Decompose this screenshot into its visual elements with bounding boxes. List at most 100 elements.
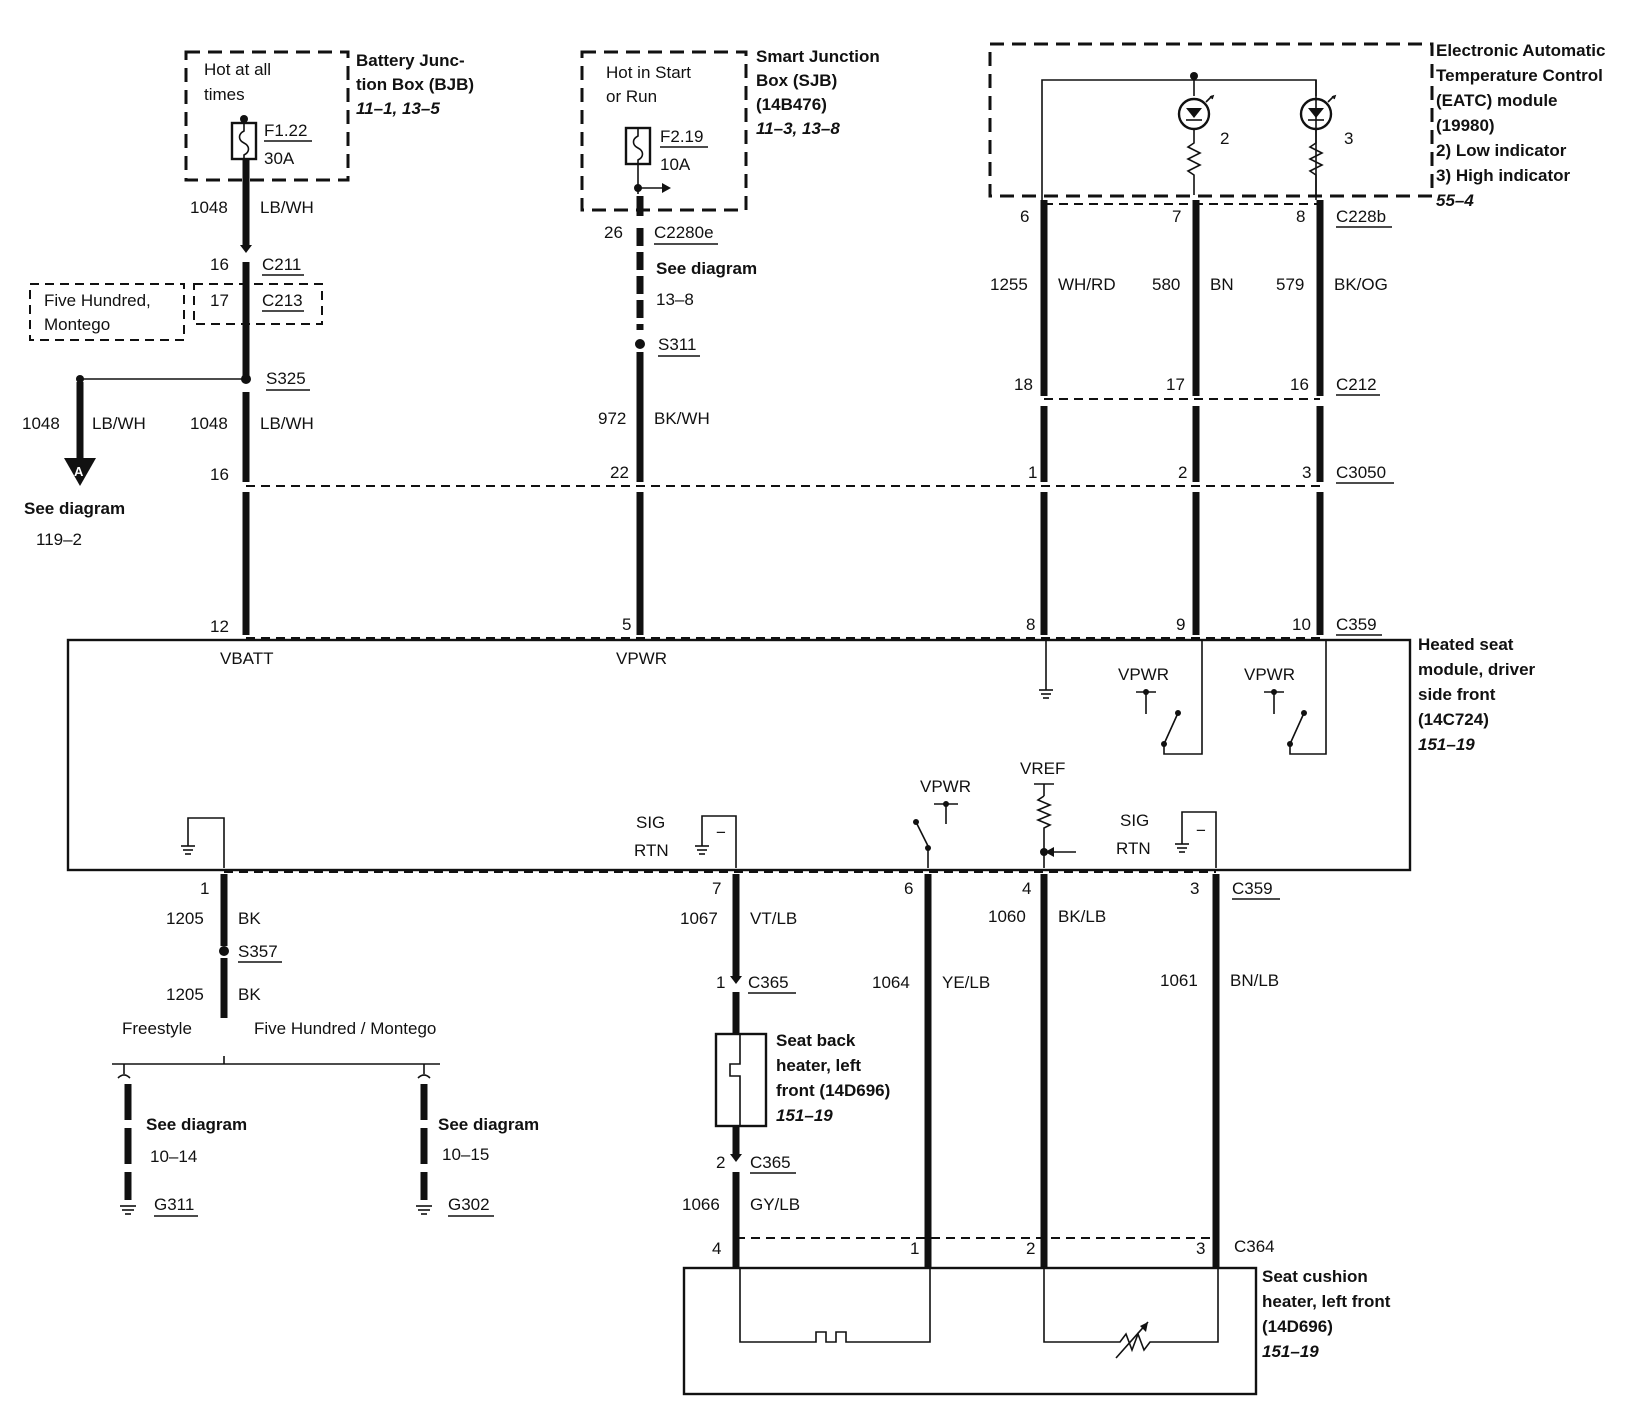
vpwr-label: VPWR — [920, 777, 971, 796]
battery-junction-box: Hot at all times F1.22 30A Battery Junc-… — [184, 50, 474, 182]
seat-cushion-heater: Seat cushion heater, left front (14D696)… — [682, 1266, 1391, 1396]
wire-1205: 1 1205 BK S357 1205 BK Freestyle Five Hu… — [112, 874, 539, 1217]
pin-number: 4 — [712, 1239, 721, 1258]
sig-label: SIG — [1120, 811, 1149, 830]
see-diagram-note: See diagram — [24, 499, 125, 518]
eatc-legend-high: 3) High indicator — [1436, 166, 1571, 185]
wire-color: VT/LB — [750, 909, 797, 928]
sjb-hot-label-2: or Run — [606, 87, 657, 106]
seat-cushion-wires: 6 4 3 C359 1060 BK/LB 1064 YE/LB 1061 BN… — [872, 874, 1280, 1268]
wire-number: 1064 — [872, 973, 910, 992]
wire-number: 1255 — [990, 275, 1028, 294]
hsm-part-number: (14C724) — [1418, 710, 1489, 729]
sjb-title-2: Box (SJB) — [756, 71, 837, 90]
pin-number: 7 — [712, 879, 721, 898]
wire-color: BK — [238, 985, 261, 1004]
ground-icon — [1039, 689, 1053, 699]
pin-number: 7 — [1172, 207, 1181, 226]
variant-note: Five Hundred, — [44, 291, 151, 310]
seat-back-heater-circuit: 7 1067 VT/LB 1 C365 Seat back heater, le… — [680, 874, 890, 1268]
pin-number: 17 — [210, 291, 229, 310]
variant-freestyle: Freestyle — [122, 1019, 192, 1038]
connector-c364: C364 — [1234, 1237, 1275, 1256]
fuse-element-icon — [632, 128, 644, 164]
wire-number: 972 — [598, 409, 626, 428]
splice-label: S311 — [658, 335, 696, 354]
variant-note-2: Montego — [44, 315, 110, 334]
heater-element-icon — [729, 1034, 741, 1126]
hsm-title: Heated seat — [1418, 635, 1514, 654]
pin-number: 2 — [716, 1153, 725, 1172]
see-diagram-ref: 10–14 — [150, 1147, 197, 1166]
pin-number: 3 — [1190, 879, 1199, 898]
wire-color: LB/WH — [260, 414, 314, 433]
eatc-outline — [988, 42, 1434, 198]
seat-cushion-part-number: (14D696) — [1262, 1317, 1333, 1336]
pin-number: 8 — [1026, 615, 1035, 634]
pin-number: 16 — [210, 255, 229, 274]
connector-c365: C365 — [750, 1153, 791, 1172]
wire-color: BK — [238, 909, 261, 928]
thermistor-icon — [1043, 1268, 1219, 1353]
seat-back-page-ref: 151–19 — [776, 1106, 833, 1125]
pin-number: 16 — [210, 465, 229, 484]
splice-label: S325 — [266, 369, 306, 388]
vpwr-label: VPWR — [1244, 665, 1295, 684]
arrow-right-icon — [662, 183, 671, 193]
bjb-hot-label: Hot at all — [204, 60, 271, 79]
see-diagram-ref: 119–2 — [36, 530, 82, 549]
wire-number: 1048 — [190, 414, 228, 433]
pin-number: 3 — [1302, 463, 1311, 482]
see-diagram-note: See diagram — [438, 1115, 539, 1134]
resistor-icon — [1035, 795, 1053, 850]
vpwr-label: VPWR — [1118, 665, 1169, 684]
switch-low-icon — [1163, 712, 1179, 745]
seat-cushion-title-2: heater, left front — [1262, 1292, 1391, 1311]
connector-c2280e: C2280e — [654, 223, 714, 242]
hsm-title-3: side front — [1418, 685, 1496, 704]
pin-number: 17 — [1166, 375, 1185, 394]
hsm-page-ref: 151–19 — [1418, 735, 1475, 754]
light-rays-icon — [1205, 94, 1215, 103]
eatc-page-ref: 55–4 — [1436, 191, 1474, 210]
switch-icon — [915, 821, 929, 847]
pin-number: 1 — [200, 879, 209, 898]
ground-icon — [695, 845, 709, 855]
wire-number: 1067 — [680, 909, 718, 928]
connector-arrow-icon — [240, 245, 252, 253]
splice-s357 — [219, 946, 229, 956]
connector-c3050: C3050 — [1336, 463, 1386, 482]
pin-vpwr-label: VPWR — [616, 649, 667, 668]
led-high-number: 3 — [1344, 129, 1353, 148]
pin-number: 12 — [210, 617, 229, 636]
wire-number: 1066 — [682, 1195, 720, 1214]
eatc-part-number: (19980) — [1436, 116, 1495, 135]
eatc-title: Electronic Automatic — [1436, 41, 1605, 60]
sjb-outline — [580, 50, 748, 212]
sig-rtn-wiring — [701, 815, 737, 868]
pin-number: 1 — [910, 1239, 919, 1258]
eatc-legend-low: 2) Low indicator — [1436, 141, 1567, 160]
see-diagram-ref: 13–8 — [656, 290, 694, 309]
sjb-hot-label: Hot in Start — [606, 63, 691, 82]
switch-high-icon — [1289, 712, 1305, 745]
bjb-fuse-id: F1.22 — [264, 121, 307, 140]
arrow-left-icon — [1045, 847, 1054, 857]
pin-number: 18 — [1014, 375, 1033, 394]
wire-color: BK/WH — [654, 409, 710, 428]
pin-number: 6 — [904, 879, 913, 898]
switch-high-wiring — [1289, 640, 1327, 755]
switch-low-wiring — [1163, 640, 1203, 755]
pin-number: 1 — [1028, 463, 1037, 482]
pin-number: 2 — [1026, 1239, 1035, 1258]
sjb-title: Smart Junction — [756, 47, 880, 66]
connector-c213: C213 — [262, 291, 303, 310]
sjb-fuse-id: F2.19 — [660, 127, 703, 146]
minus-sign: − — [1196, 821, 1206, 840]
wire-color: BK/LB — [1058, 907, 1106, 926]
bjb-fuse-node — [240, 115, 248, 123]
pin-number: 10 — [1292, 615, 1311, 634]
off-page-arrow-icon — [64, 458, 96, 486]
connector-c211: C211 — [262, 255, 301, 274]
